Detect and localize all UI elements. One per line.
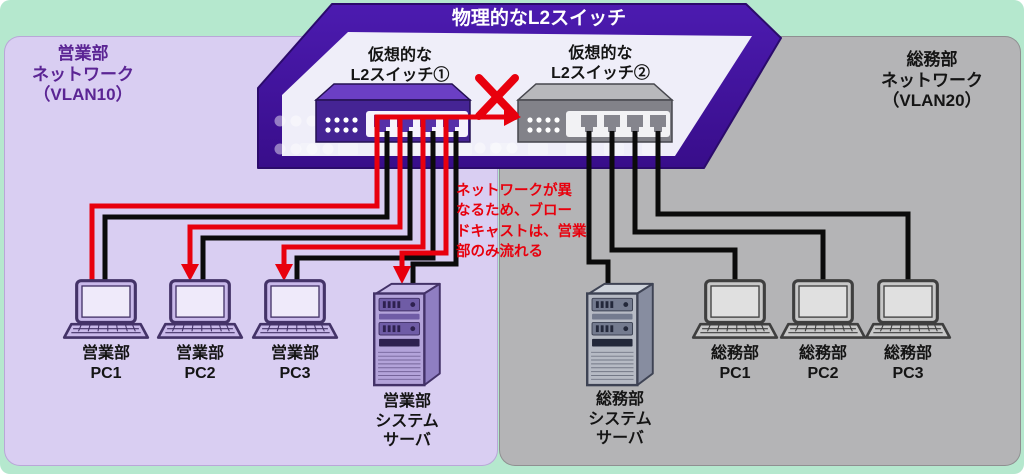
status-led-dots bbox=[325, 117, 358, 133]
admin-pc2-icon bbox=[781, 280, 865, 338]
sales-pc3-label: 営業部 PC3 bbox=[270, 345, 319, 382]
sales-pc1-icon bbox=[64, 280, 148, 338]
admin-pc3-icon bbox=[866, 280, 950, 338]
sales-pc3-icon bbox=[253, 280, 337, 338]
status-led-dots bbox=[527, 117, 560, 133]
sales-cables bbox=[102, 131, 459, 292]
sales-pc2-icon bbox=[158, 280, 242, 338]
virtual-switch-2-label: 仮想的な L2スイッチ② bbox=[551, 45, 650, 82]
admin-server-icon bbox=[587, 283, 653, 386]
sales-pc2-label: 営業部 PC2 bbox=[175, 345, 224, 382]
admin-cables bbox=[586, 131, 911, 292]
admin-pc1-label: 総務部 PC1 bbox=[710, 345, 759, 382]
sales-server-icon bbox=[374, 283, 440, 386]
broadcast-annotation: ネットワークが異 なるため、ブロー ドキャストは、営業 部のみ流れる bbox=[456, 183, 587, 260]
admin-pc2-label: 総務部 PC2 bbox=[798, 345, 847, 382]
virtual-switch-2 bbox=[516, 83, 674, 143]
physical-switch-title: 物理的なL2スイッチ bbox=[451, 8, 627, 29]
admin-pc1-icon bbox=[693, 280, 777, 338]
rj45-ports-switch2 bbox=[581, 115, 666, 132]
sales-server-label: 営業部 システム サーバ bbox=[375, 393, 439, 450]
blocked-x-icon bbox=[475, 74, 519, 120]
sales-region-label: 営業部 ネットワーク （VLAN10） bbox=[32, 44, 134, 105]
sales-pc1-label: 営業部 PC1 bbox=[81, 345, 130, 382]
broadcast-flow-lines bbox=[89, 114, 504, 292]
virtual-switch-1-label: 仮想的な L2スイッチ① bbox=[350, 47, 450, 84]
admin-server-label: 総務部 システム サーバ bbox=[588, 391, 652, 448]
admin-pc3-label: 総務部 PC3 bbox=[883, 345, 932, 382]
admin-region-label: 総務部 ネットワーク （VLAN20） bbox=[881, 50, 983, 111]
